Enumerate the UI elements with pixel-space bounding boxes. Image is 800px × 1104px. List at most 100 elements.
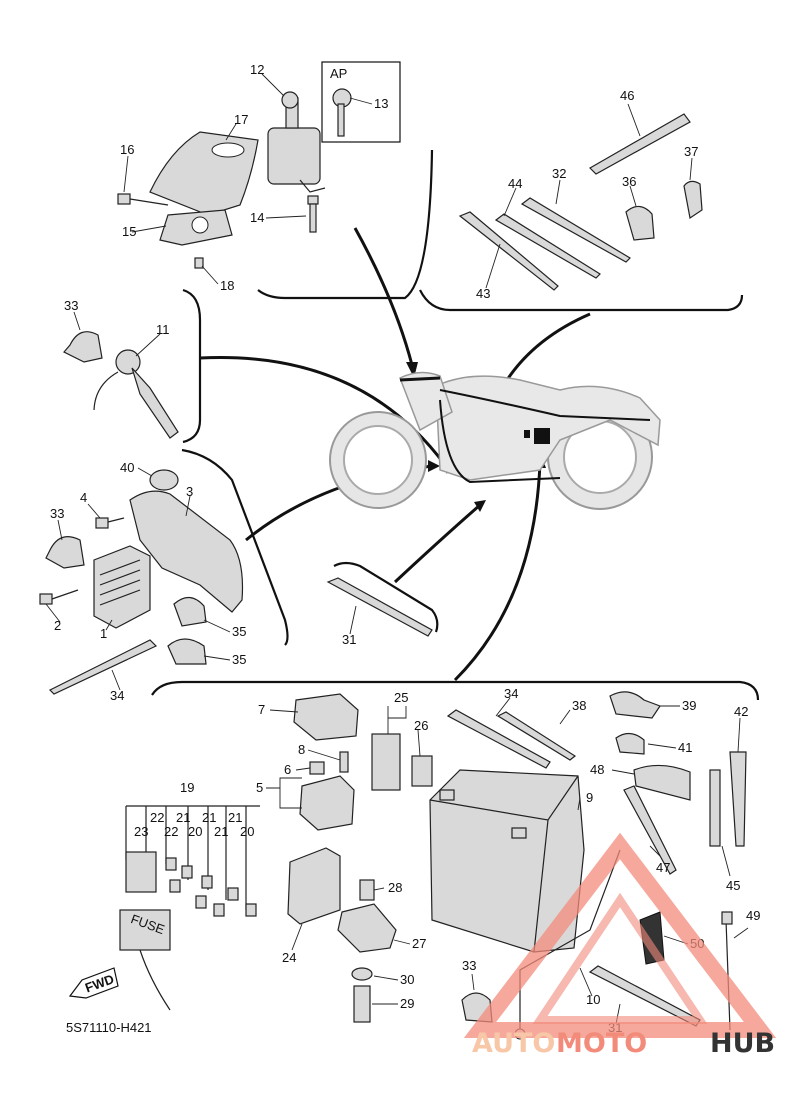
part-collar-28	[359, 879, 375, 901]
part-clamp-39	[609, 691, 661, 719]
fwd-arrow: FWD	[68, 967, 119, 999]
callout-14: 14	[250, 210, 264, 225]
callout-33-upper: 33	[64, 298, 78, 313]
part-screw-18	[194, 257, 204, 269]
callout-37: 37	[684, 144, 698, 159]
callout-labels: 12 13 17 16 15 14 18 46 37 32 36 44 43 3…	[50, 62, 760, 1035]
callout-25: 25	[394, 690, 408, 705]
callout-26: 26	[414, 718, 428, 733]
part-cable-tie-47	[623, 785, 677, 875]
callout-22-upper: 22	[150, 810, 164, 825]
callout-34-right: 34	[504, 686, 518, 701]
frame-ignition-group	[257, 149, 434, 300]
callout-35-lower: 35	[232, 652, 246, 667]
part-clamp-37	[683, 180, 703, 220]
part-ignition-switch-12	[267, 91, 326, 193]
link-cableties-to-bike	[500, 312, 591, 389]
callout-49: 49	[746, 908, 760, 923]
part-clamp-35-lower	[167, 638, 207, 665]
part-bolt-4	[95, 517, 125, 529]
callout-12: 12	[250, 62, 264, 77]
callout-39: 39	[682, 698, 696, 713]
callout-42: 42	[734, 704, 748, 719]
watermark-text-moto: MOTO	[556, 1028, 647, 1059]
frame-cable-tie-31-group	[333, 561, 439, 633]
part-relay-5	[299, 775, 355, 831]
part-regulator-1	[93, 545, 151, 629]
part-plate-3	[129, 490, 244, 613]
part-switch-11	[93, 349, 179, 439]
callout-1: 1	[100, 626, 107, 641]
part-clamp-33-upper	[63, 331, 103, 363]
part-collar-40	[149, 469, 179, 491]
callout-10: 10	[586, 992, 600, 1007]
callout-40: 40	[120, 460, 134, 475]
arrowhead-tie31	[474, 500, 486, 512]
callout-21-c: 21	[228, 810, 242, 825]
part-clamp-48	[633, 764, 691, 801]
callout-35-upper: 35	[232, 624, 246, 639]
callout-20-b: 20	[240, 824, 254, 839]
part-key-13	[332, 88, 352, 137]
callout-32: 32	[552, 166, 566, 181]
callout-21-b: 21	[202, 810, 216, 825]
frame-electrical-group	[151, 680, 760, 701]
part-cable-tie-46	[589, 113, 691, 175]
part-fuse-6	[309, 761, 325, 775]
callout-28: 28	[388, 880, 402, 895]
part-bracket-27	[337, 903, 397, 953]
callout-31-middle: 31	[342, 632, 356, 647]
watermark-text-auto: AUTO	[472, 1028, 555, 1059]
part-bolt-29	[353, 985, 371, 1023]
part-coupler-26	[411, 755, 433, 787]
callout-4: 4	[80, 490, 87, 505]
part-fuse-box-19	[119, 805, 260, 1011]
frame-headlight-switch-group	[182, 288, 202, 444]
part-relay-24	[287, 847, 341, 925]
callout-33-lower: 33	[462, 958, 476, 973]
part-clamp-35-upper	[173, 596, 207, 627]
callout-27: 27	[412, 936, 426, 951]
part-bolt-16	[117, 193, 169, 206]
part-clamp-33-mid	[45, 536, 85, 569]
callout-21-d: 21	[214, 824, 228, 839]
part-fuses-20-21-22	[165, 857, 257, 917]
frame-regulator-group	[181, 448, 289, 646]
callout-11: 11	[156, 322, 170, 337]
callout-30: 30	[400, 972, 414, 987]
callout-5: 5	[256, 780, 263, 795]
callout-38: 38	[572, 698, 586, 713]
part-ignition-cover-17	[149, 131, 259, 216]
watermark-logo: AUTO MOTO HUB	[463, 832, 777, 1059]
callout-29: 29	[400, 996, 414, 1011]
diagram-code: 5S71110-H421	[66, 1020, 152, 1035]
callout-23: 23	[134, 824, 148, 839]
callout-41: 41	[678, 740, 692, 755]
part-bolt-2	[39, 589, 79, 605]
callout-22-lower: 22	[164, 824, 178, 839]
part-bracket-15	[159, 209, 233, 246]
callout-24: 24	[282, 950, 296, 965]
callout-48: 48	[590, 762, 604, 777]
part-cable-tie-38	[496, 711, 577, 761]
callout-2: 2	[54, 618, 61, 633]
part-cable-tie-44	[494, 213, 601, 279]
callout-18: 18	[220, 278, 234, 293]
part-cable-tie-34-left	[48, 639, 158, 695]
ap-label: AP	[330, 66, 347, 81]
callout-6: 6	[284, 762, 291, 777]
part-clamp-42	[729, 751, 747, 847]
part-cable-tie-32	[520, 197, 631, 263]
callout-33-middle: 33	[50, 506, 64, 521]
callout-20-a: 20	[188, 824, 202, 839]
callout-34-left: 34	[110, 688, 124, 703]
part-cable-tie-34-right	[446, 709, 551, 769]
callout-44: 44	[508, 176, 522, 191]
callout-13: 13	[374, 96, 388, 111]
part-cable-tie-45	[709, 769, 721, 847]
part-bolt-14	[307, 195, 319, 233]
callout-19: 19	[180, 780, 194, 795]
callout-9: 9	[586, 790, 593, 805]
part-cable-tie-31-middle	[326, 577, 433, 637]
